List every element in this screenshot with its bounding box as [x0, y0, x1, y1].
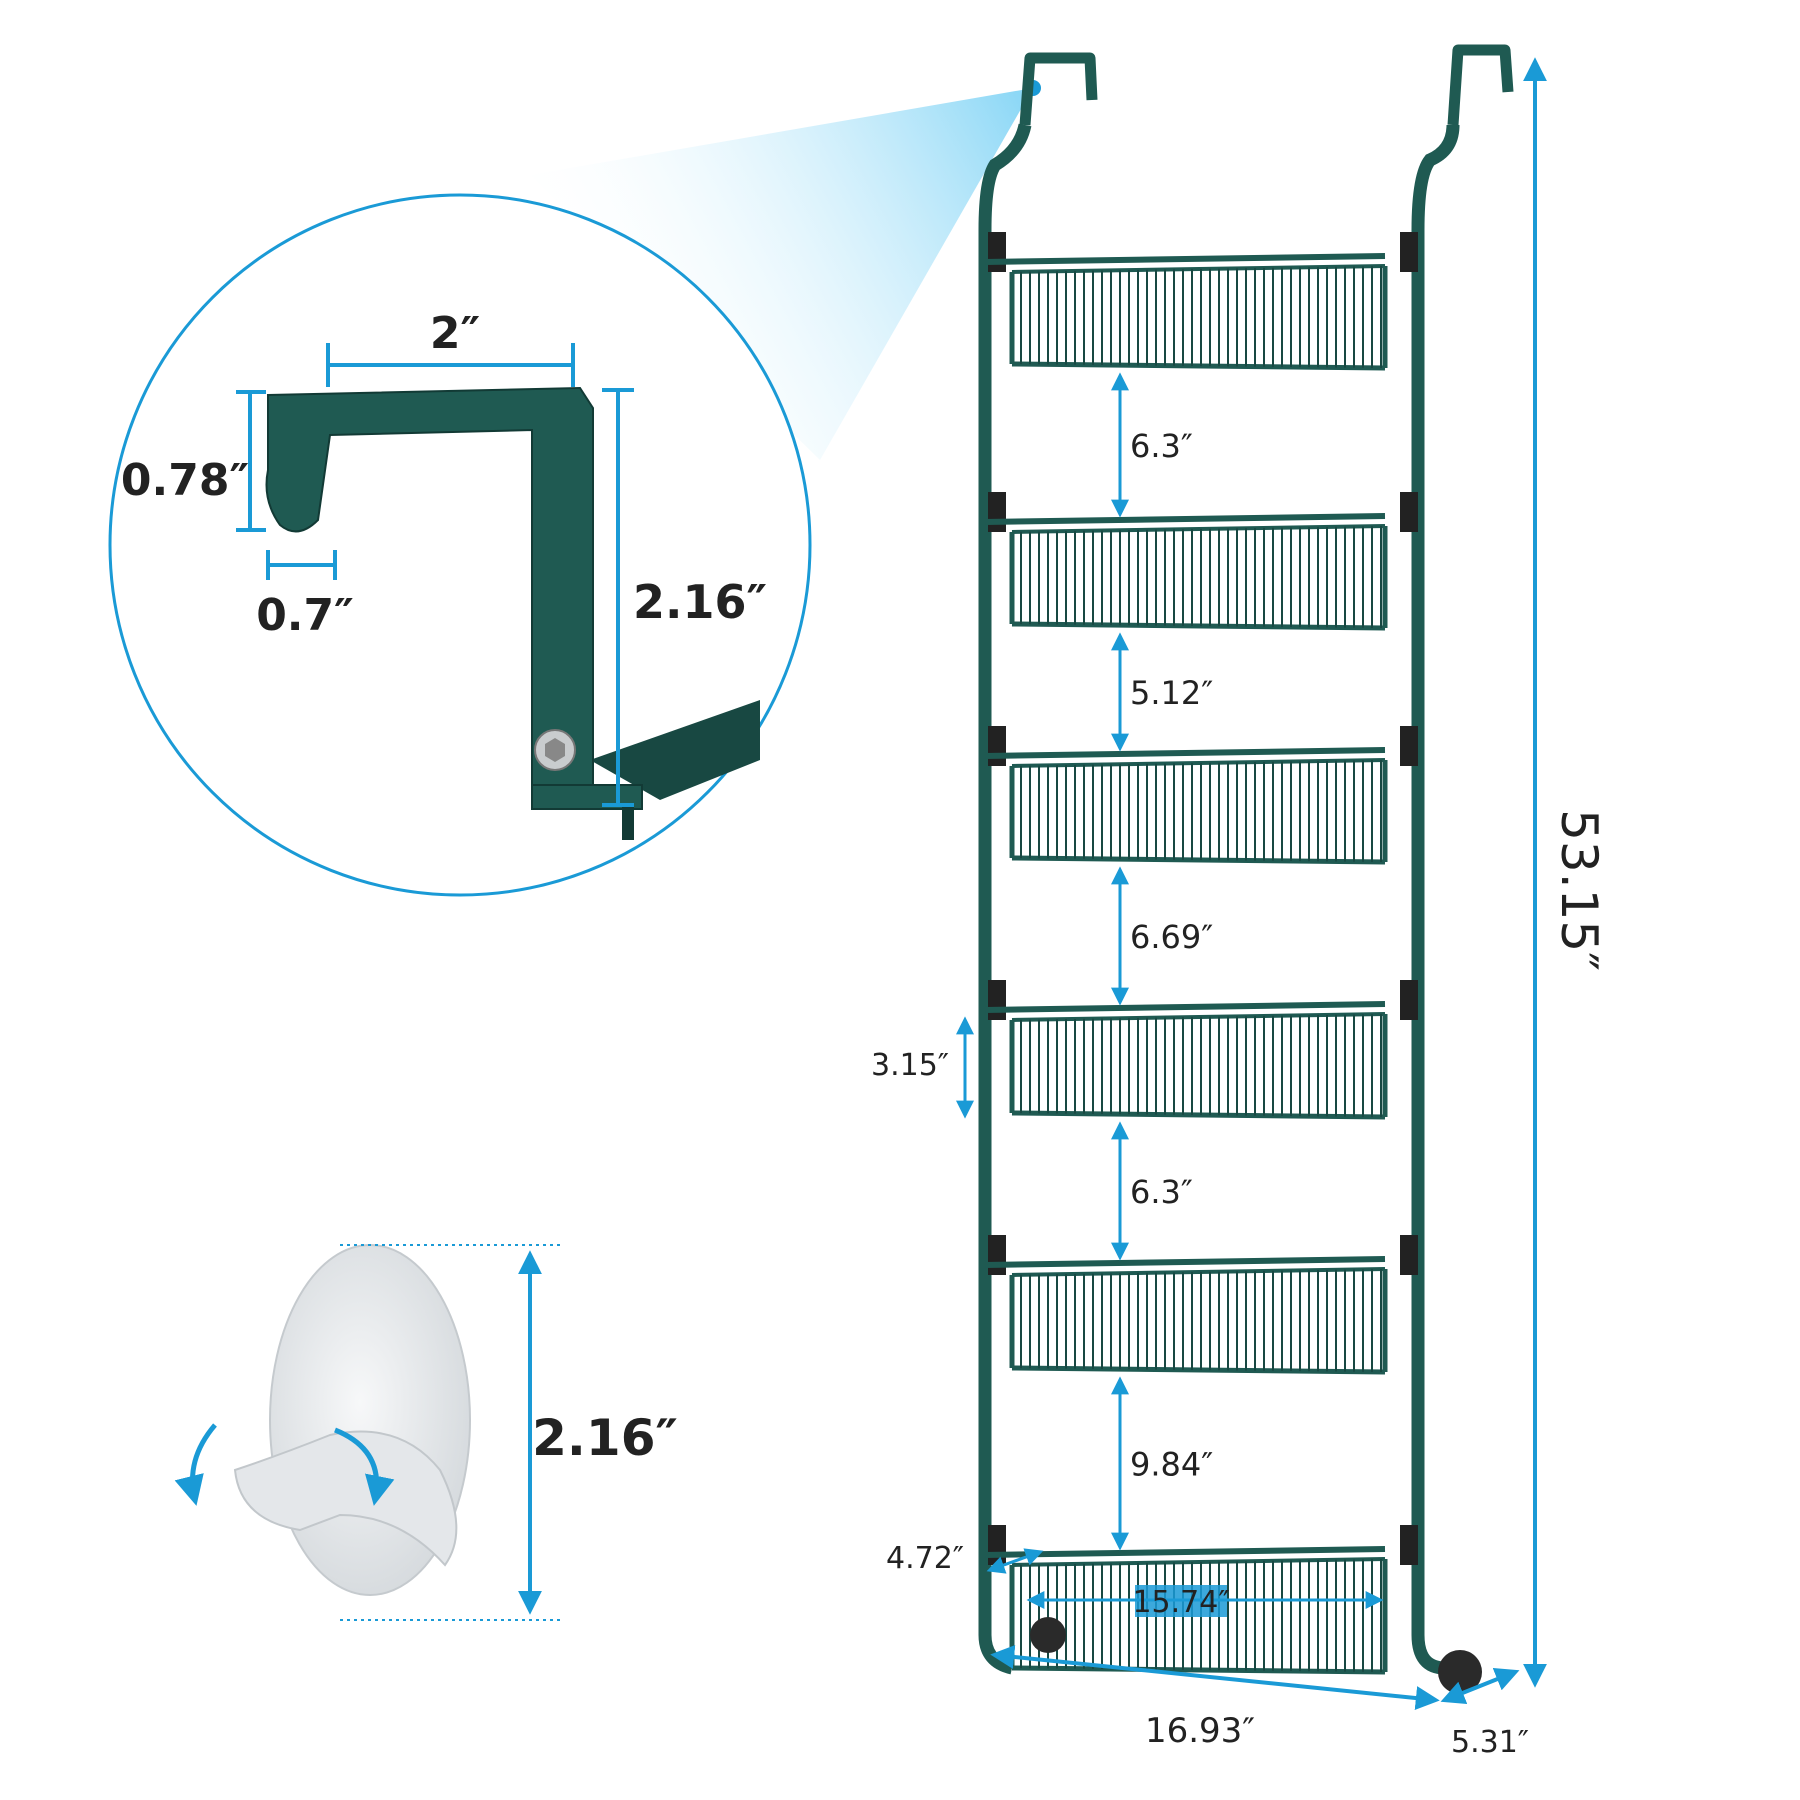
basket-bracket: [988, 980, 1006, 1020]
basket-rim: [1011, 1012, 1386, 1022]
basket-wires: [1011, 760, 1382, 862]
lip-depth-label: 0.7″: [256, 590, 354, 641]
basket-wires: [1011, 526, 1382, 628]
basket-bottom: [1011, 855, 1386, 865]
basket-height-label: 3.15″: [871, 1048, 949, 1083]
basket-depth-label: 4.72″: [886, 1541, 964, 1576]
right-top-hook: [1447, 44, 1514, 126]
basket-bracket: [988, 1235, 1006, 1275]
hook-width-label: 2″: [430, 308, 480, 359]
basket-bottom: [1011, 361, 1386, 371]
basket-bracket: [988, 726, 1006, 766]
total-height-label: 53.15″: [1550, 809, 1608, 971]
hook-detail: 2″ 0.78″ 0.7″ 2.16″: [108, 193, 812, 897]
basket-rim: [1011, 1267, 1386, 1277]
total-width-label: 16.93″: [1145, 1711, 1255, 1751]
zoom-beam: [530, 88, 1033, 460]
total-width-line: [990, 1645, 1440, 1710]
basket-rim: [984, 1001, 1386, 1013]
basket-bracket: [1400, 492, 1418, 532]
hook-drop-label: 2.16″: [633, 575, 767, 629]
basket-width-label: 15.74″: [1132, 1585, 1229, 1620]
basket-bottom: [1011, 621, 1386, 631]
total-depth-label: 5.31″: [1451, 1725, 1529, 1760]
basket-wires: [1011, 1014, 1382, 1117]
basket-depth-line: [986, 1548, 1044, 1574]
baskets: [984, 232, 1418, 1675]
basket-rim: [1011, 758, 1386, 768]
basket-wires: [1011, 266, 1382, 368]
basket-bracket: [988, 492, 1006, 532]
left-top-hook: [1019, 52, 1098, 126]
basket-gap-dimensions: 6.3″ 5.12″ 6.69″ 6.3″ 9.84″: [1111, 372, 1213, 1551]
basket-gap-label: 5.12″: [1130, 674, 1213, 712]
basket-rim: [1011, 524, 1386, 534]
basket: [984, 726, 1418, 865]
lip-height-label: 0.78″: [121, 455, 249, 506]
adhesive-hook: 2.16″: [174, 1244, 678, 1621]
basket-gap-label: 6.3″: [1130, 427, 1193, 465]
basket-bracket: [1400, 980, 1418, 1020]
door-rack: 6.3″ 5.12″ 6.69″ 6.3″ 9.84″ 3.15″ 4.72″ 15.7…: [871, 44, 1608, 1760]
rotate-arrow-icon: [174, 1423, 217, 1506]
total-depth-line: [1440, 1667, 1520, 1705]
basket-gap-label: 9.84″: [1130, 1446, 1213, 1484]
basket-bracket: [1400, 232, 1418, 272]
basket-rim: [1011, 264, 1386, 274]
basket-rim: [984, 1256, 1386, 1268]
basket: [984, 492, 1418, 631]
left-bumper: [1030, 1617, 1066, 1653]
basket-bottom: [1011, 1365, 1386, 1375]
basket: [984, 1235, 1418, 1375]
rack-arm: [590, 700, 760, 800]
left-rail: [978, 123, 1032, 1675]
basket-bottom: [1011, 1665, 1386, 1675]
right-rail: [1411, 124, 1460, 1675]
bolt-pin: [622, 805, 634, 840]
basket: [984, 980, 1418, 1120]
basket-bracket: [1400, 1235, 1418, 1275]
basket-rim: [984, 1546, 1386, 1558]
adhesive-arm: [233, 1430, 458, 1567]
basket-rim: [984, 513, 1386, 525]
basket-wires: [1011, 1269, 1382, 1372]
basket-bracket: [988, 232, 1006, 272]
basket-bracket: [1400, 1525, 1418, 1565]
rotate-arrow-icon: [334, 1427, 395, 1506]
basket: [984, 232, 1418, 371]
bolt-hex: [545, 738, 565, 762]
basket-bracket: [988, 1525, 1006, 1565]
basket-bracket: [1400, 726, 1418, 766]
adhesive-height-label: 2.16″: [532, 1409, 678, 1467]
basket-gap-label: 6.3″: [1130, 1173, 1193, 1211]
basket-bottom: [1011, 1110, 1386, 1120]
detail-circle: [108, 193, 812, 897]
basket-rim: [1011, 1557, 1386, 1567]
basket-rim: [984, 253, 1386, 265]
basket-gap-label: 6.69″: [1130, 918, 1213, 956]
basket-rim: [984, 747, 1386, 759]
